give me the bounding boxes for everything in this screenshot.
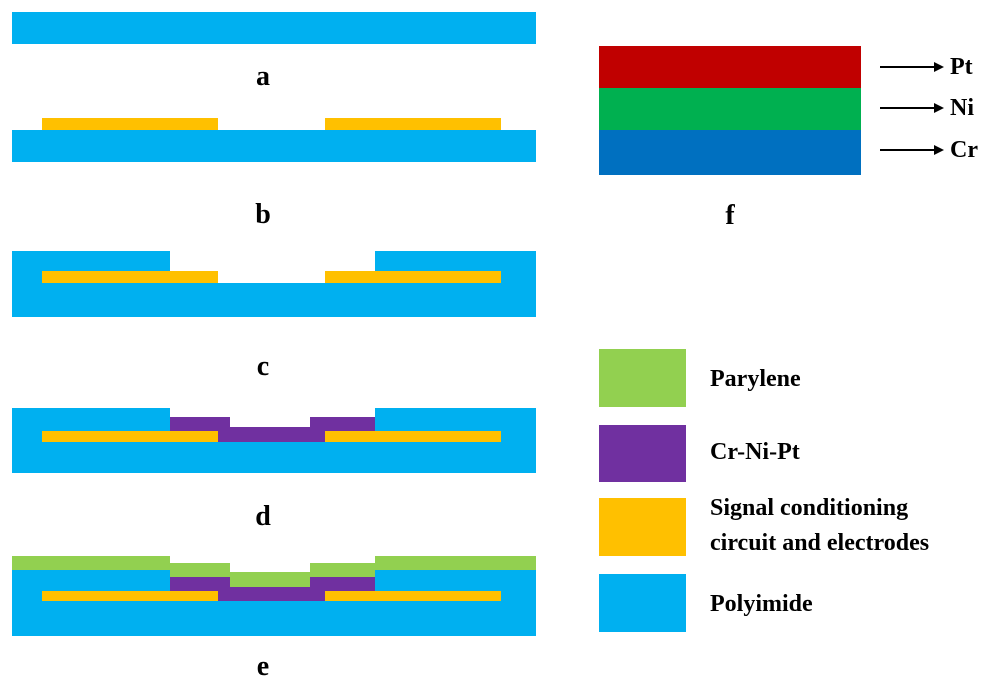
step-e-electrode-right bbox=[325, 591, 501, 601]
layer-cr-label: Cr bbox=[950, 137, 978, 163]
arrow-pt-icon bbox=[934, 62, 944, 72]
layer-ni bbox=[599, 88, 861, 130]
step-e-label: e bbox=[256, 651, 270, 682]
step-e-crnipt-left bbox=[170, 577, 230, 591]
step-e-parylene-right bbox=[375, 556, 536, 570]
step-e-parylene-center bbox=[230, 572, 310, 587]
legend-label-parylene: Parylene bbox=[710, 366, 801, 392]
step-c-label: c bbox=[256, 351, 270, 382]
layer-pt-label: Pt bbox=[950, 54, 973, 80]
step-e-parylene-left bbox=[12, 556, 170, 570]
layer-cr bbox=[599, 130, 861, 175]
step-d-electrode-left bbox=[42, 431, 218, 442]
step-e-polyimide-base bbox=[12, 601, 536, 636]
legend-swatch-parylene bbox=[599, 349, 686, 407]
step-e-crnipt-right bbox=[310, 577, 375, 591]
step-a-polyimide bbox=[12, 12, 536, 44]
step-b-electrode-left bbox=[42, 118, 218, 130]
step-e-electrode-left bbox=[42, 591, 218, 601]
legend-label-signal-line1: Signal conditioning bbox=[710, 495, 909, 521]
step-e-parylene-step-right bbox=[310, 563, 375, 577]
step-e-crnipt-center bbox=[218, 587, 325, 601]
step-c-electrode-left bbox=[42, 271, 218, 283]
arrow-ni-icon bbox=[934, 103, 944, 113]
step-f-label: f bbox=[725, 200, 735, 231]
layer-pt bbox=[599, 46, 861, 88]
legend-swatch-signal bbox=[599, 498, 686, 556]
step-b-polyimide bbox=[12, 130, 536, 162]
step-b-label: b bbox=[255, 199, 271, 230]
arrow-cr-line bbox=[880, 149, 936, 151]
step-c-polyimide-base bbox=[12, 283, 536, 317]
step-d-crnipt-left bbox=[170, 417, 230, 431]
step-b-electrode-right bbox=[325, 118, 501, 130]
step-d-crnipt-center bbox=[218, 427, 325, 442]
step-d-polyimide-base bbox=[12, 440, 536, 473]
arrow-cr-icon bbox=[934, 145, 944, 155]
step-a-label: a bbox=[256, 61, 270, 92]
step-d-crnipt-right bbox=[310, 417, 375, 431]
legend-label-signal-line2: circuit and electrodes bbox=[710, 530, 930, 556]
step-c-electrode-right bbox=[325, 271, 501, 283]
step-d-label: d bbox=[255, 501, 271, 532]
arrow-pt-line bbox=[880, 66, 936, 68]
arrow-ni-line bbox=[880, 107, 936, 109]
layer-ni-label: Ni bbox=[950, 95, 974, 121]
legend-swatch-crnipt bbox=[599, 425, 686, 482]
step-e-parylene-step-left bbox=[170, 563, 230, 577]
legend-swatch-polyimide bbox=[599, 574, 686, 632]
step-d-electrode-right bbox=[325, 431, 501, 442]
legend-label-crnipt: Cr-Ni-Pt bbox=[710, 439, 800, 465]
legend-label-polyimide: Polyimide bbox=[710, 591, 813, 617]
